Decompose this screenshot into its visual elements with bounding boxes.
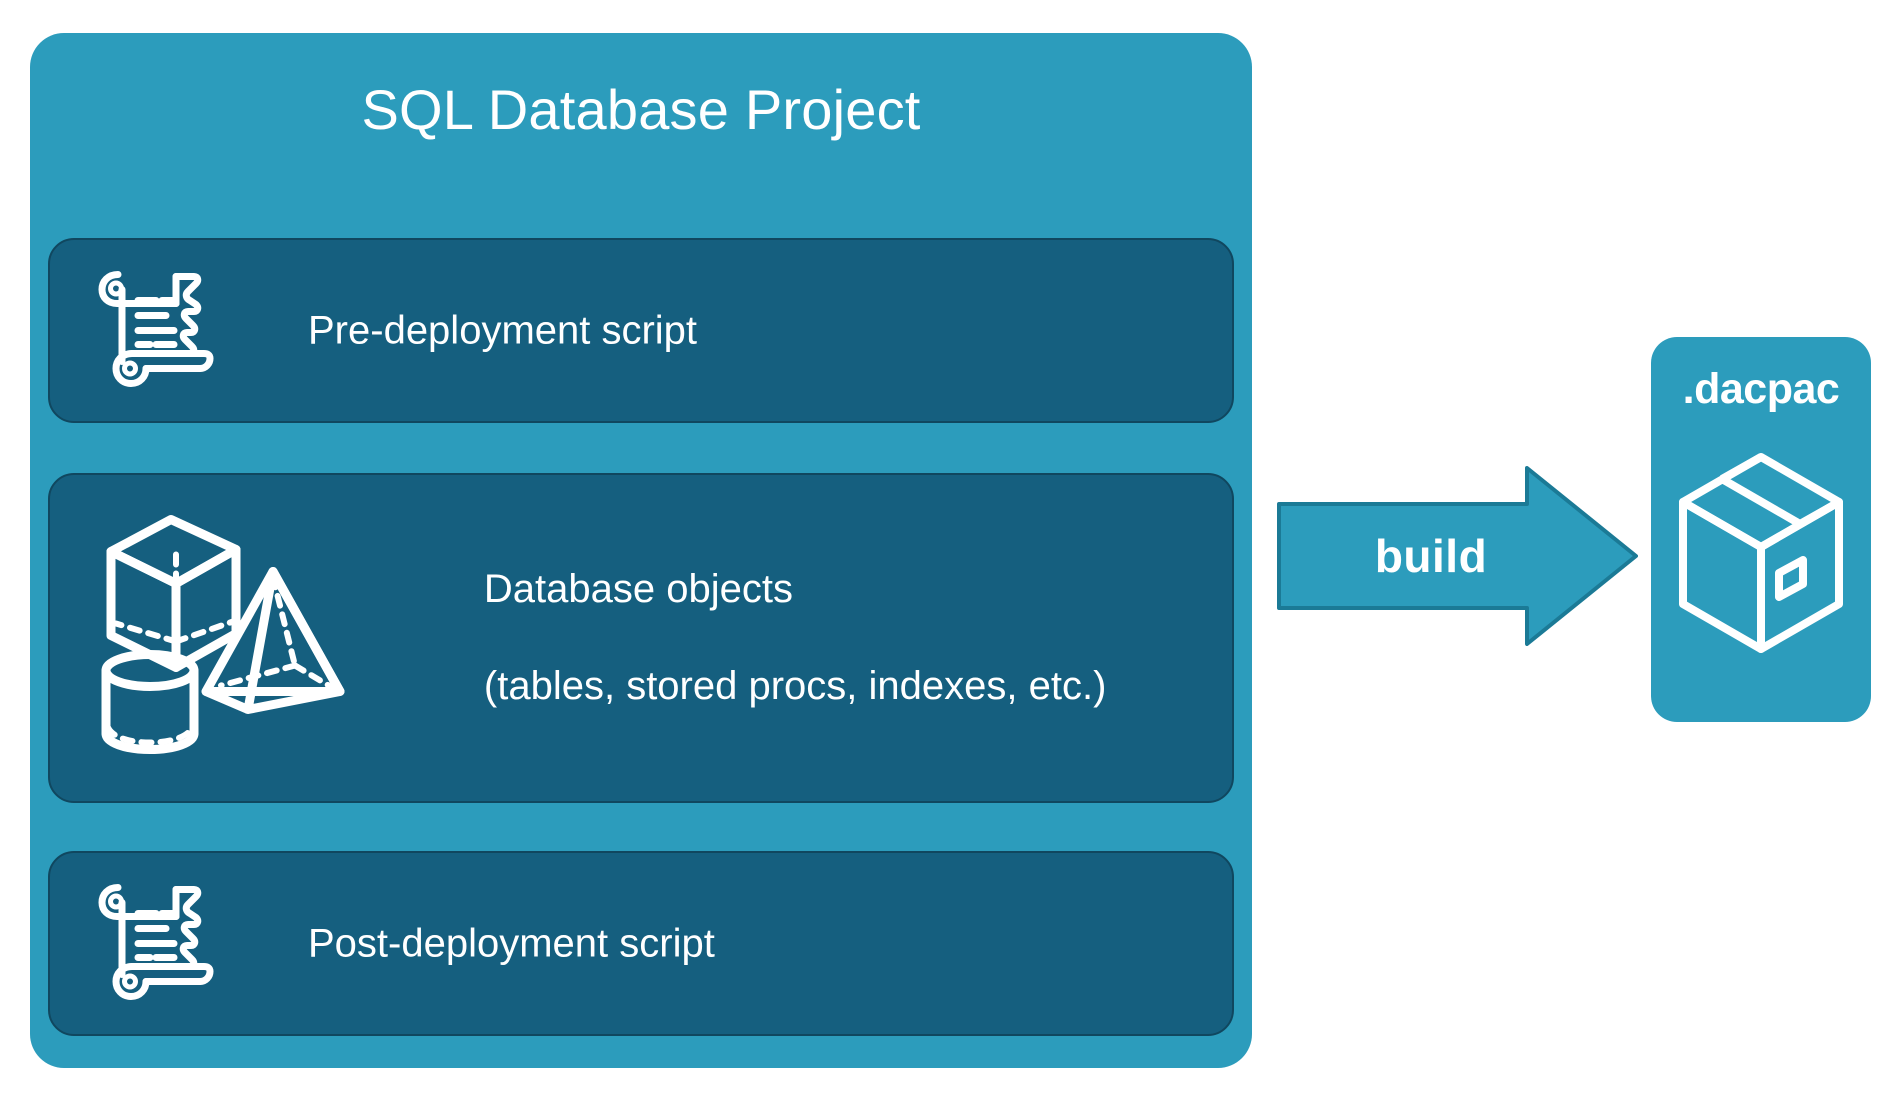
card-label-database-objects: Database objects (tables, stored procs, …: [395, 516, 1107, 760]
card-pre-deployment-script[interactable]: Pre-deployment script: [48, 238, 1234, 423]
scroll-icon: [98, 266, 216, 395]
build-arrow-shape: [1277, 466, 1638, 646]
card-label-line2: (tables, stored procs, indexes, etc.): [483, 664, 1107, 709]
card-database-objects[interactable]: Database objects (tables, stored procs, …: [48, 473, 1234, 803]
project-title: SQL Database Project: [361, 78, 921, 141]
card-label-post-deployment: Post-deployment script: [308, 921, 715, 966]
package-box-icon: [1675, 445, 1847, 662]
scroll-icon: [98, 879, 216, 1008]
dacpac-output-box[interactable]: .dacpac: [1651, 337, 1871, 722]
card-post-deployment-script[interactable]: Post-deployment script: [48, 851, 1234, 1036]
dacpac-title: .dacpac: [1682, 365, 1840, 413]
build-arrow: build: [1277, 466, 1638, 646]
card-label-pre-deployment: Pre-deployment script: [308, 308, 698, 353]
card-label-line1: Database objects: [483, 566, 793, 611]
sql-database-project-container: SQL Database Project: [30, 33, 1252, 1068]
3d-shapes-icon: [88, 506, 378, 771]
